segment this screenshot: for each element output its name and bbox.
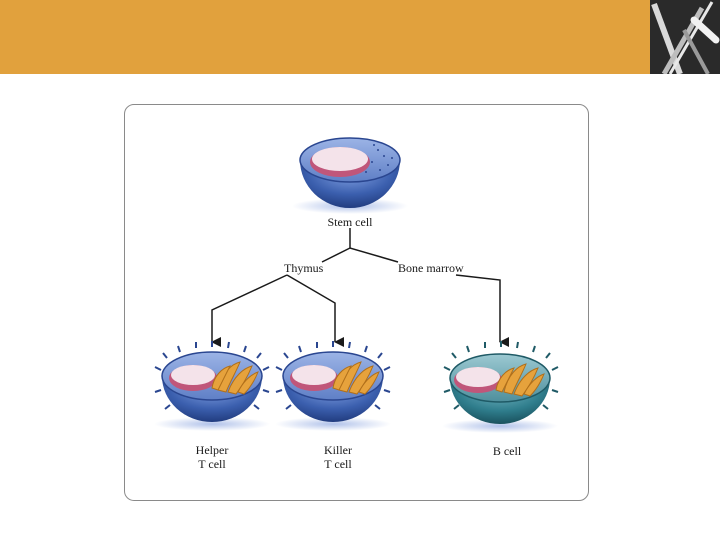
helper-t-cell-label-line2: T cell xyxy=(198,457,225,471)
helper-t-cell-label-line1: Helper xyxy=(196,443,229,457)
bone-marrow-label: Bone marrow xyxy=(398,261,464,275)
lineage-connectors xyxy=(212,228,500,342)
thymus-label: Thymus xyxy=(284,261,323,275)
b-cell-label: B cell xyxy=(493,444,521,458)
stem-cell-illustration xyxy=(292,138,408,214)
killer-t-cell-label-line2: T cell xyxy=(324,457,351,471)
b-cell-illustration xyxy=(442,341,558,433)
helper-t-cell-illustration xyxy=(154,341,270,431)
killer-t-cell-label-line1: Killer xyxy=(324,443,352,457)
killer-t-cell-illustration xyxy=(275,341,391,431)
stem-cell-label: Stem cell xyxy=(328,215,373,229)
